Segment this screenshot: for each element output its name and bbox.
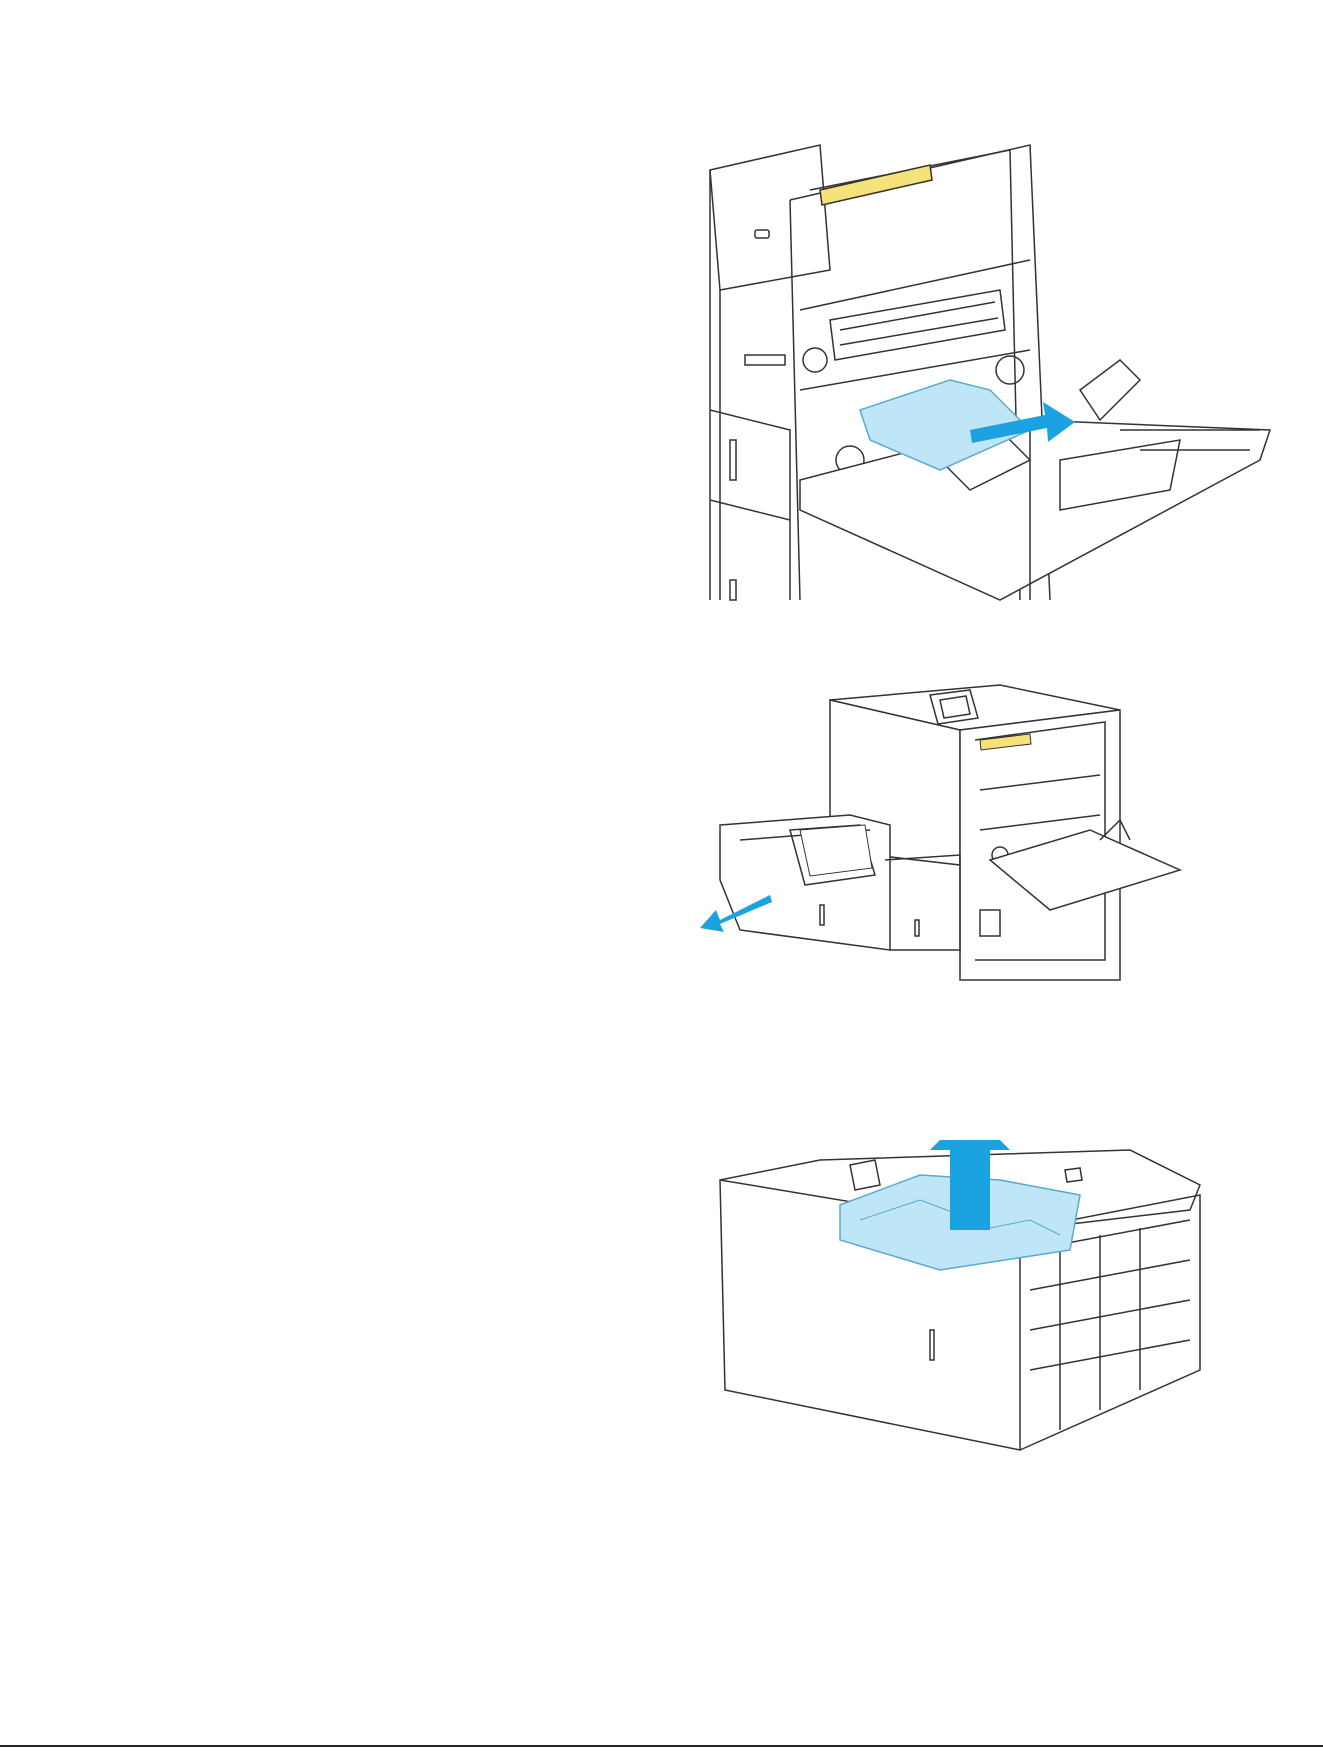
printer-tray-pull-illustration bbox=[700, 680, 1260, 1000]
printer-tray-pull-arrow-icon bbox=[700, 680, 1260, 1000]
printer-right-door-open-icon bbox=[700, 130, 1280, 610]
paper-tray-lift-out-arrow-icon bbox=[700, 1140, 1260, 1480]
tray-remove-paper-illustration bbox=[700, 1140, 1260, 1480]
page-bottom-rule bbox=[0, 1745, 1323, 1747]
printer-right-door-jam-illustration bbox=[700, 130, 1280, 610]
